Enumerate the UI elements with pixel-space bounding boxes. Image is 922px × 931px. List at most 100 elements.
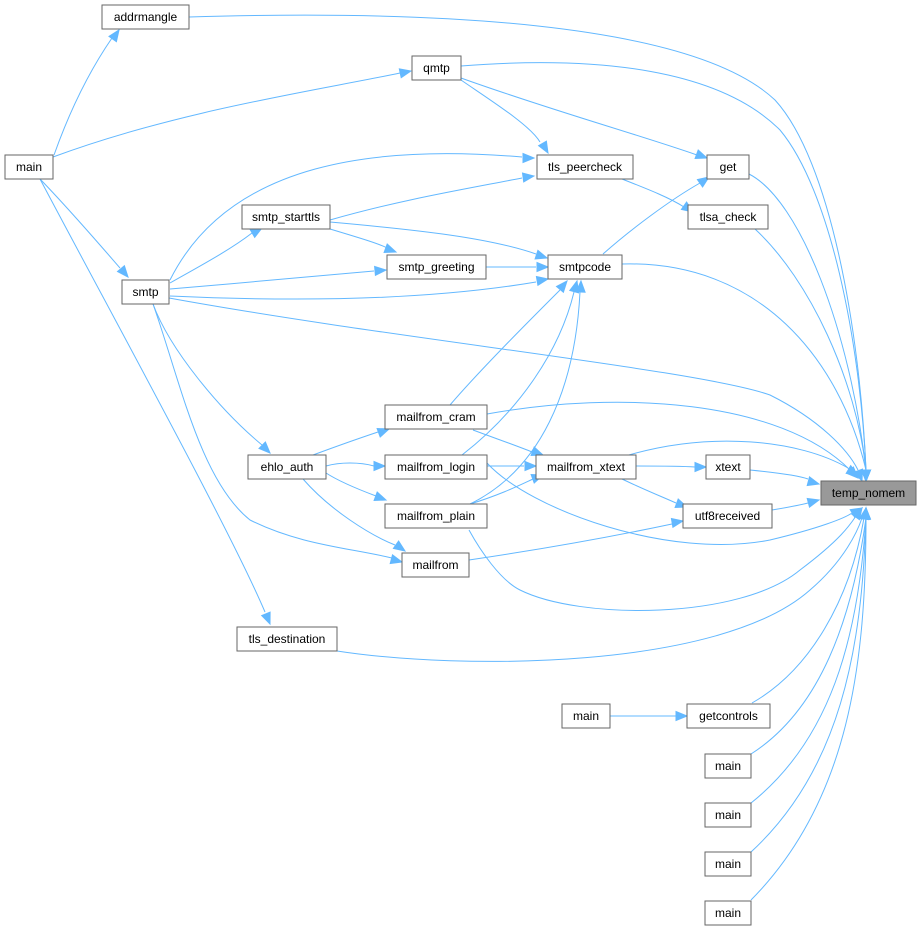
edge-line [53,37,113,156]
arrowhead-icon [537,140,549,155]
node-label: utf8received [695,509,760,523]
edge-line [461,291,575,456]
edge-line [754,228,867,471]
call-edge [312,427,391,456]
node-mailfrom[interactable]: mailfrom [401,552,470,578]
call-edge [621,263,872,483]
arrowhead-icon [568,279,580,294]
node-get[interactable]: get [706,154,750,180]
node-label: smtp [132,285,158,299]
arrowhead-icon [860,469,872,483]
edge-line [312,431,379,456]
node-tls-peercheck[interactable]: tls_peercheck [536,154,634,180]
node-box [704,900,752,926]
arrowhead-icon [116,264,129,279]
node-label: smtp_greeting [398,260,474,274]
call-edge [169,227,264,284]
call-edge [469,279,586,505]
arrowhead-icon [806,497,821,509]
node-box [384,404,488,430]
node-smtp-starttls[interactable]: smtp_starttls [241,204,331,230]
node-xtext[interactable]: xtext [705,454,751,480]
edge-line [748,173,867,471]
node-qmtp[interactable]: qmtp [411,55,462,81]
arrowhead-icon [530,446,545,457]
edge-line [750,517,867,853]
arrowhead-icon [696,176,711,188]
node-label: main [715,906,741,920]
node-box [236,626,338,652]
arrowhead-icon [383,243,398,254]
node-mailfrom-plain[interactable]: mailfrom_plain [384,503,488,529]
node-mailfrom-xtext[interactable]: mailfrom_xtext [535,454,637,480]
arrowhead-icon [108,28,120,43]
arrowhead-icon [851,506,863,521]
node-box [386,254,487,280]
arrowhead-icon [374,265,388,277]
edge-line [468,523,673,561]
node-label: mailfrom_cram [396,410,475,424]
arrowhead-icon [389,553,404,565]
edge-line [460,79,541,143]
call-edge [169,152,536,281]
edge-line [750,517,867,755]
call-graph-nodes: temp_nomem addrmangle qmtp main tls_peerchec… [4,4,917,926]
node-main-3[interactable]: main [704,802,752,828]
node-box [4,154,54,180]
call-edge [39,178,129,279]
call-edge [621,178,695,213]
call-edge [461,279,580,456]
node-label: main [16,160,42,174]
arrowhead-icon [555,279,568,294]
node-label: main [715,808,741,822]
node-addrmangle[interactable]: addrmangle [101,4,190,30]
edge-line [750,517,867,901]
arrowhead-icon [392,540,407,552]
call-edge [152,303,271,454]
node-smtp-greeting[interactable]: smtp_greeting [386,254,487,280]
node-label: addrmangle [114,10,178,24]
call-edge [169,275,550,300]
node-box [121,279,170,305]
node-box [682,503,773,529]
edge-line [460,77,698,156]
node-main-2[interactable]: main [704,753,752,779]
node-main-getcontrols[interactable]: main [561,703,611,729]
edge-line [169,153,523,281]
call-edge [325,460,387,472]
arrowhead-icon [575,279,586,293]
node-smtp[interactable]: smtp [121,279,170,305]
node-main-left[interactable]: main [4,154,54,180]
edge-line [621,178,685,208]
call-edge [188,14,872,483]
node-mailfrom-login[interactable]: mailfrom_login [384,454,488,480]
edge-line [39,178,266,613]
call-edge [621,478,689,509]
call-edge [336,506,870,662]
node-ehlo-auth[interactable]: ehlo_auth [247,454,327,480]
node-tls-destination[interactable]: tls_destination [236,626,338,652]
edge-line [460,62,867,471]
node-tlsa-check[interactable]: tlsa_check [687,204,769,230]
node-label: smtp_starttls [252,210,320,224]
node-main-5[interactable]: main [704,900,752,926]
node-label: main [573,709,599,723]
arrowhead-icon [521,172,536,183]
node-utf8received[interactable]: utf8received [682,503,773,529]
node-main-4[interactable]: main [704,851,752,877]
edge-line [771,502,809,511]
node-smtpcode[interactable]: smtpcode [547,254,623,280]
call-edge [152,303,404,565]
edge-line [169,281,537,300]
edge-line [468,515,857,611]
node-label: tls_destination [249,632,326,646]
edge-line [169,270,375,290]
node-getcontrols[interactable]: getcontrols [686,703,771,729]
edge-line [602,182,701,255]
node-box [704,851,752,877]
node-box [247,454,327,480]
node-temp-nomem[interactable]: temp_nomem [820,480,917,506]
arrowhead-icon [860,506,872,520]
node-mailfrom-cram[interactable]: mailfrom_cram [384,404,488,430]
